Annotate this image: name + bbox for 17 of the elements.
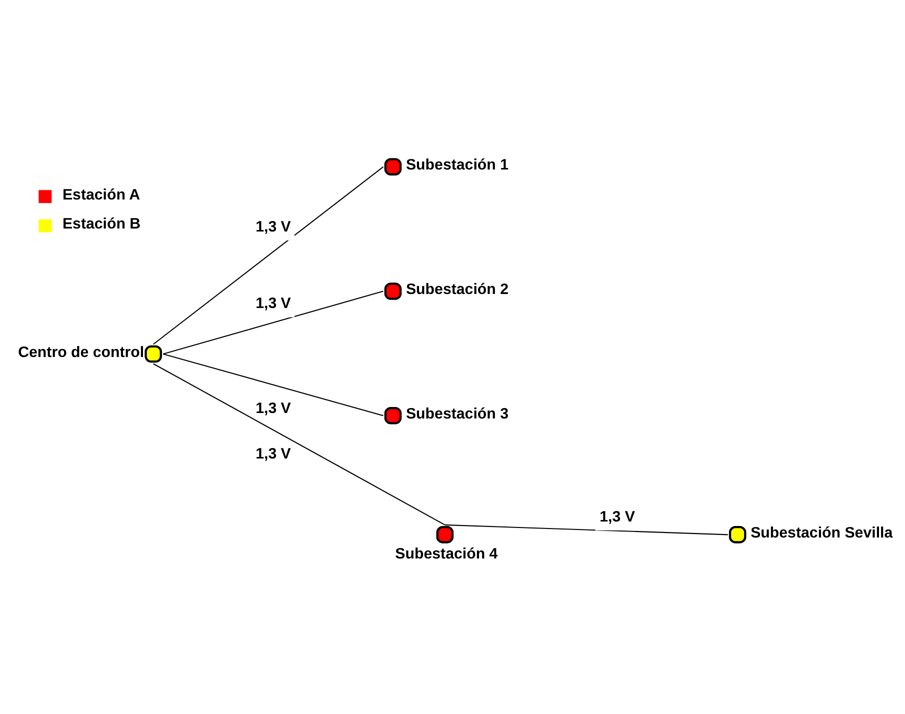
edge-label: 1,3 V bbox=[256, 294, 291, 312]
node-label: Subestación 1 bbox=[406, 156, 509, 174]
edge-label: 1,3 V bbox=[256, 400, 291, 417]
connector bbox=[153, 166, 384, 344]
connector bbox=[444, 524, 728, 535]
connector bbox=[162, 352, 384, 416]
edge-label: 1,3 V bbox=[256, 445, 291, 462]
node-label: Subestación Sevilla bbox=[750, 524, 893, 542]
node-label: Subestación 2 bbox=[406, 280, 509, 298]
legend-label: Estación A bbox=[62, 186, 140, 203]
legend-label: Estación B bbox=[62, 215, 141, 232]
node-label: Centro de control bbox=[18, 343, 144, 360]
edge-label: 1,3 V bbox=[600, 508, 635, 525]
edge-label: 1,3 V bbox=[256, 218, 291, 235]
node-label: Subestación 4 bbox=[395, 545, 498, 562]
connector bbox=[153, 362, 446, 525]
node-label: Subestación 3 bbox=[406, 405, 509, 422]
